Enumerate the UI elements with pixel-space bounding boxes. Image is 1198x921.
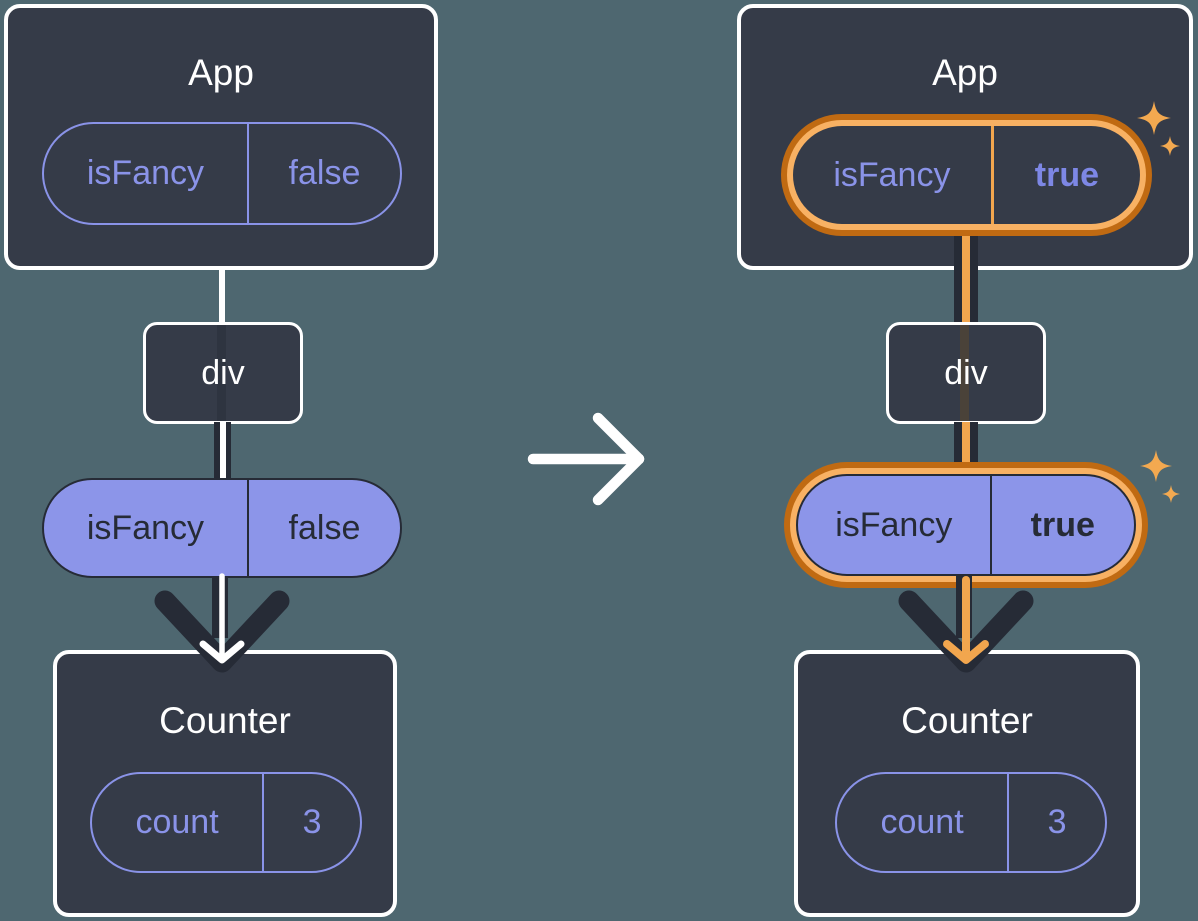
prop-value-label: false — [246, 480, 400, 576]
arrow-down-icon — [898, 576, 1034, 673]
state-value-label: 3 — [262, 774, 360, 871]
prop-value-label: true — [989, 476, 1134, 574]
sparkles-icon — [1137, 101, 1180, 156]
prop-value-label: true — [990, 126, 1140, 224]
sparkles-icon — [1140, 450, 1180, 503]
passed-prop-pill-after-highlight: isFancy true — [784, 462, 1148, 588]
prop-name-label: isFancy — [86, 508, 205, 547]
state-name-label: count — [880, 803, 964, 841]
prop-line-div-pill-after — [962, 422, 970, 466]
arrow-down-icon — [154, 573, 290, 673]
prop-name-label: isFancy — [835, 505, 953, 544]
app-prop-pill-before: isFancy false — [42, 122, 402, 225]
arrow-right-icon — [527, 412, 645, 506]
app-prop-pill-after: isFancy true — [793, 126, 1140, 224]
prop-name-label: isFancy — [86, 154, 205, 192]
div-label-after: div — [944, 353, 988, 392]
counter-state-pill-after: count 3 — [835, 772, 1107, 873]
prop-value-label: false — [246, 124, 400, 223]
edge-through-div-after — [960, 325, 969, 421]
app-title-before: App — [188, 52, 254, 93]
passed-prop-pill-before: isFancy false — [42, 478, 402, 578]
edge-app-div-before — [219, 270, 225, 324]
counter-title-before: Counter — [159, 700, 291, 741]
prop-line-app-div-after — [962, 236, 970, 324]
div-label-before: div — [201, 353, 245, 392]
passed-prop-pill-after: isFancy true — [796, 474, 1136, 576]
state-value-label: 3 — [1007, 774, 1105, 871]
state-name-label: count — [135, 803, 219, 841]
div-node-after — [886, 322, 1046, 424]
highlight-ring-inner: isFancy true — [790, 468, 1142, 582]
counter-title-after: Counter — [901, 700, 1033, 741]
counter-state-pill-before: count 3 — [90, 772, 362, 873]
edge-through-div-before — [217, 325, 226, 421]
prop-line-before — [219, 422, 226, 480]
highlight-ring-inner: isFancy true — [787, 120, 1146, 230]
div-node-before — [143, 322, 303, 424]
app-prop-pill-after-highlight: isFancy true — [781, 114, 1152, 236]
app-title-after: App — [932, 52, 998, 93]
prop-name-label: isFancy — [833, 155, 951, 194]
